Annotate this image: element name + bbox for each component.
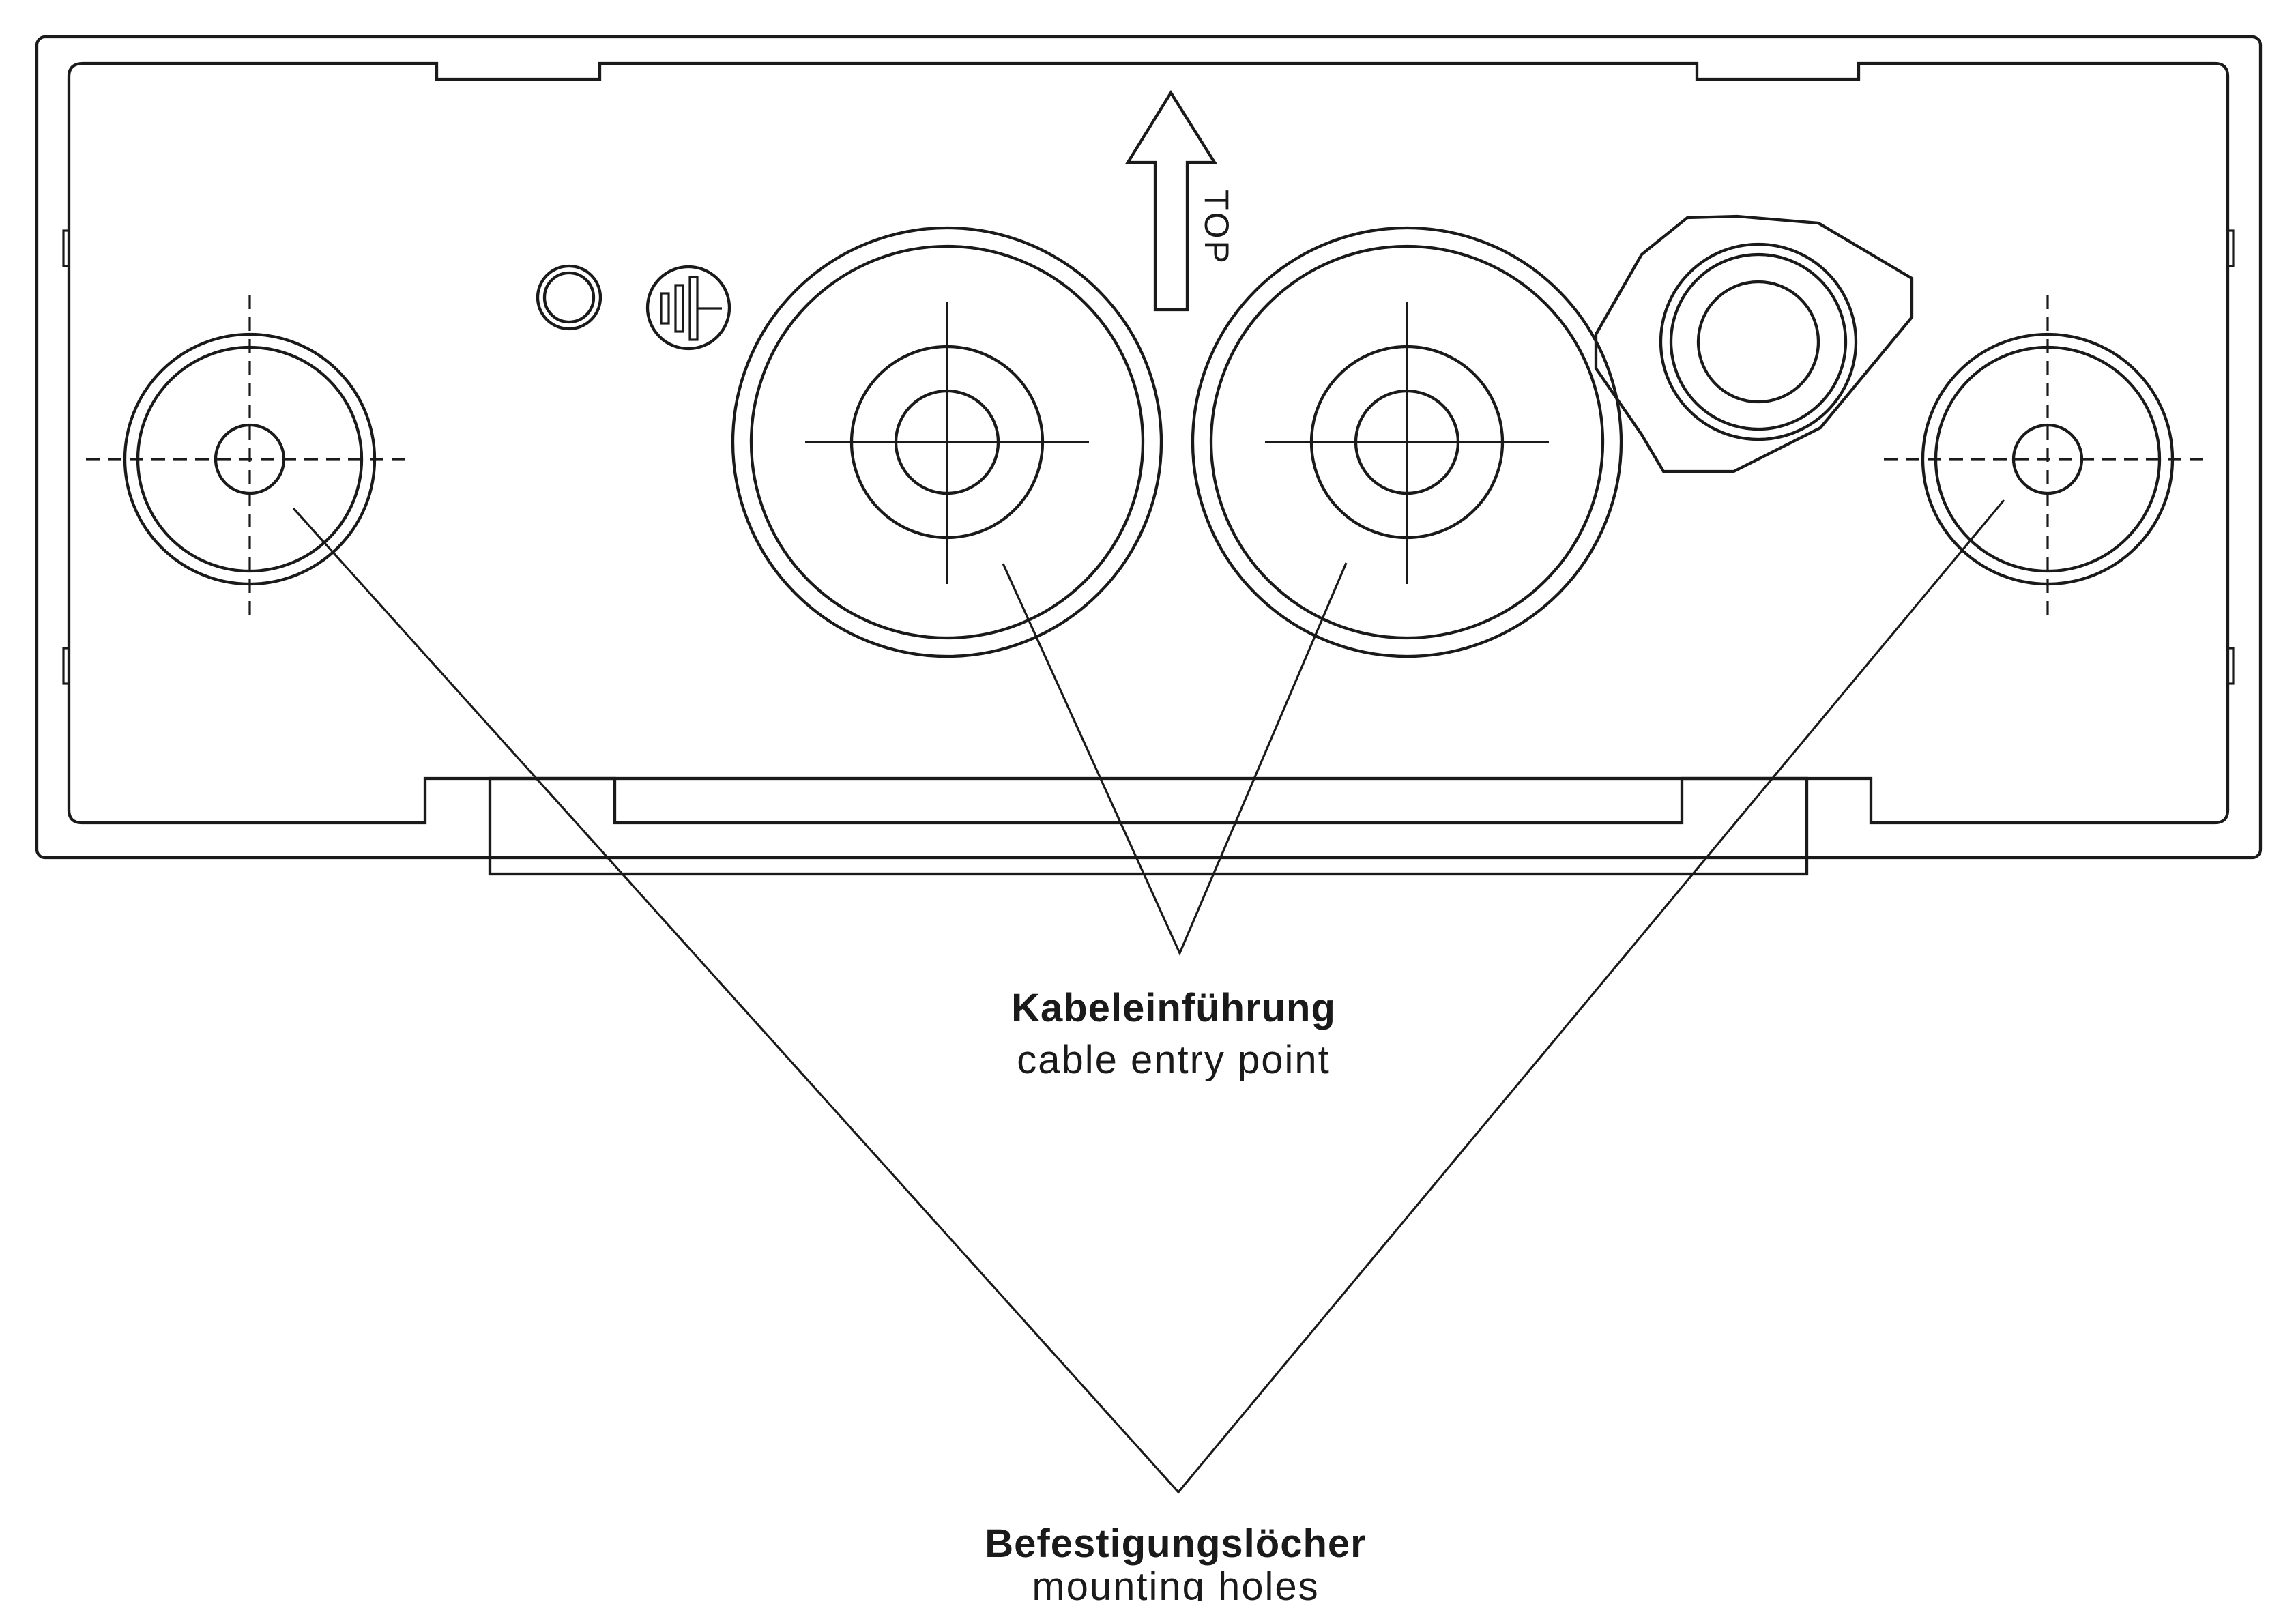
side-clip-left-lower: [62, 647, 70, 685]
ground-symbol-icon: [645, 265, 731, 351]
housing-inner-frame: [67, 61, 2230, 825]
housing-outline: [35, 35, 2263, 876]
mounting-hole-right: [1884, 295, 2211, 623]
callout-lines: [292, 499, 2005, 1494]
cable-entry-title: Kabeleinführung: [1011, 986, 1336, 1030]
up-arrow-icon: [1125, 89, 1217, 312]
mounting-rail: [488, 776, 1809, 876]
side-clip-right-lower: [2226, 647, 2235, 685]
cable-gland: [1594, 214, 1914, 473]
side-clip-left-upper: [62, 229, 70, 267]
orientation-label: TOP: [1197, 190, 1236, 265]
cable-entry-subtitle: cable entry point: [1017, 1038, 1331, 1082]
cable-entry-left: [731, 226, 1163, 658]
side-clip-right-upper: [2226, 229, 2235, 267]
cable-entry-right: [1191, 226, 1623, 658]
mounting-hole-left: [86, 295, 413, 623]
indicator-led: [536, 264, 602, 331]
mounting-holes-title: Befestigungslöcher: [985, 1521, 1366, 1566]
mounting-holes-subtitle: mounting holes: [1032, 1564, 1319, 1601]
callout-mounting-holes: [292, 499, 2005, 1494]
callout-cable-entry: [1002, 562, 1348, 956]
housing-outer-frame: [35, 35, 2263, 860]
